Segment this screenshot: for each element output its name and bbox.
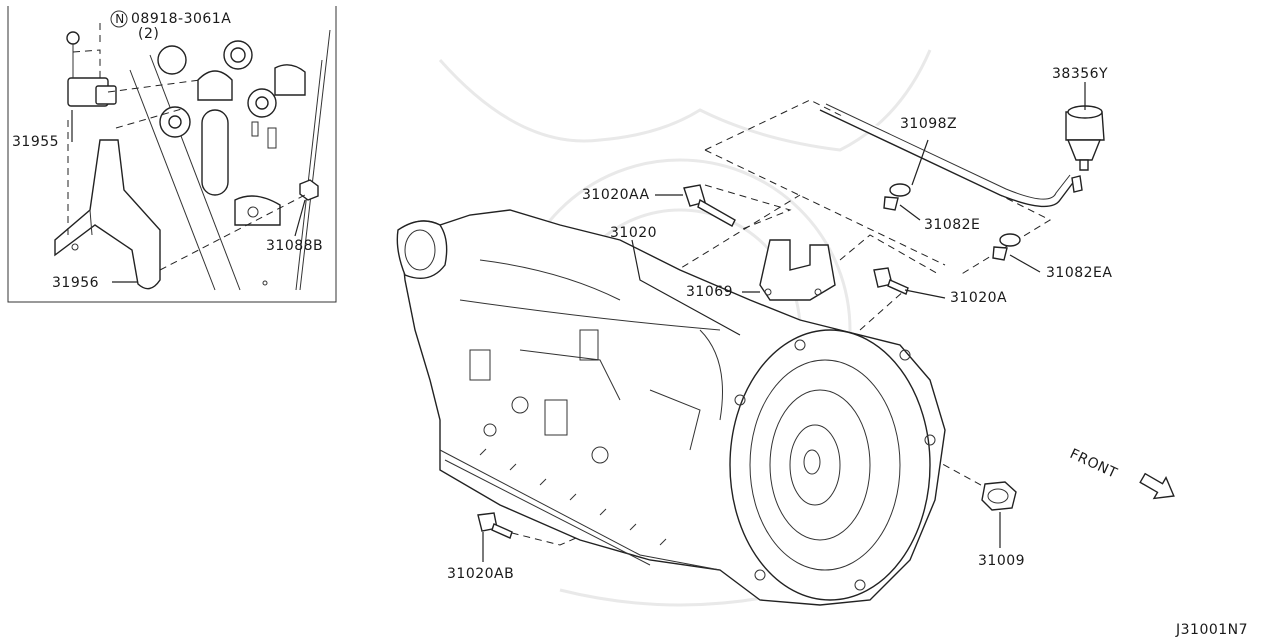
label-31009: 31009 (978, 553, 1026, 569)
transmission-assembly (396, 209, 946, 606)
label-31020aa: 31020AA (582, 187, 650, 203)
label-08918-3061a: 08918-3061A (131, 11, 232, 27)
note-circle-icon (110, 10, 128, 28)
bolt-31020a (873, 267, 909, 295)
breather-tube (819, 103, 1083, 208)
bracket-31069 (759, 239, 836, 301)
leader-lines (482, 82, 1086, 562)
plug-31009 (981, 481, 1017, 511)
label-31956: 31956 (52, 275, 100, 291)
label-31088b: 31088B (266, 238, 324, 254)
sensor-inset (7, 6, 337, 303)
clip-31082ea (992, 233, 1021, 261)
label-31098z: 31098Z (900, 116, 958, 132)
label-31020a: 31020A (950, 290, 1008, 306)
label-31020ab: 31020AB (447, 566, 515, 582)
label-31955: 31955 (12, 134, 60, 150)
bolt-31020aa (683, 184, 736, 227)
label-31069: 31069 (686, 284, 734, 300)
vent-cap (1065, 105, 1105, 171)
front-arrow-icon (1139, 472, 1175, 500)
label-31082ea: 31082EA (1046, 265, 1113, 281)
label-31020: 31020 (610, 225, 658, 241)
label-quantity: (2) (138, 26, 160, 42)
note-symbol: N (115, 12, 125, 26)
label-38356y: 38356Y (1052, 66, 1109, 82)
label-31082e: 31082E (924, 217, 981, 233)
diagram-code: J31001N7 (1176, 622, 1249, 638)
clip-31082e (883, 183, 911, 211)
bolt-31020ab (477, 512, 513, 539)
